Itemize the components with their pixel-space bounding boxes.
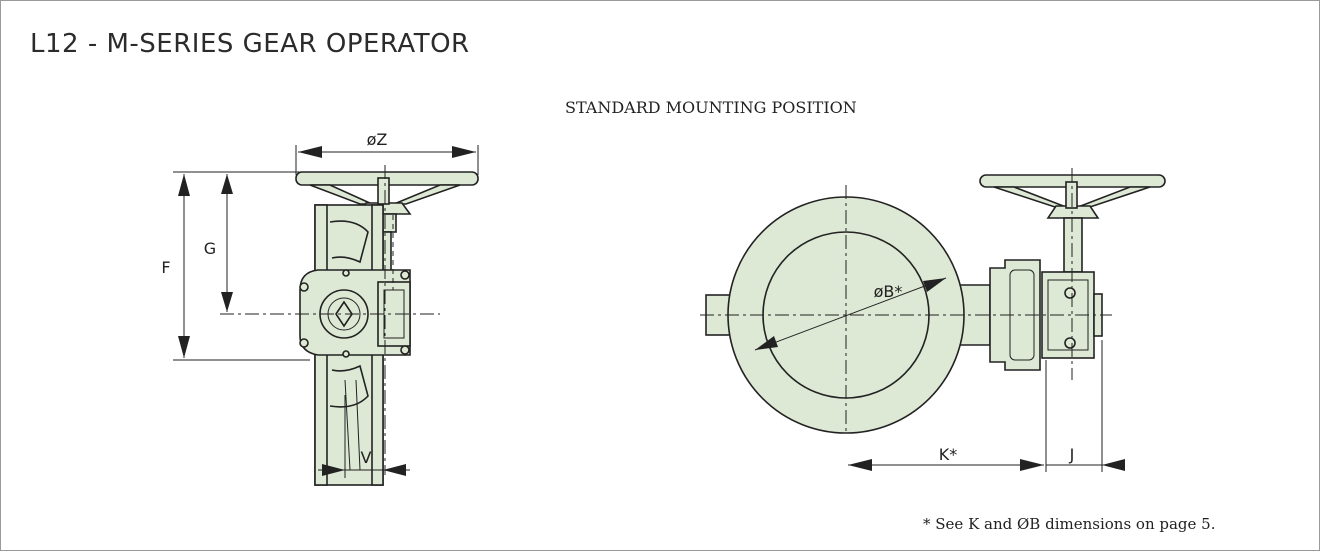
disc-lower-detail bbox=[344, 379, 361, 471]
bolt bbox=[342, 350, 350, 358]
dimension-label-g: G bbox=[204, 239, 216, 258]
arrowhead bbox=[755, 336, 778, 350]
dimension-label-j: J bbox=[1069, 445, 1075, 464]
handwheel-spoke-right bbox=[1077, 186, 1151, 208]
arrowhead bbox=[452, 146, 476, 158]
bolt bbox=[1064, 287, 1076, 299]
dimension-label-f: F bbox=[161, 258, 170, 277]
disc-upper bbox=[329, 220, 369, 264]
arrowhead bbox=[298, 146, 322, 158]
arrowhead bbox=[383, 464, 406, 476]
arrowhead bbox=[178, 174, 190, 196]
dimension-label-v: V bbox=[361, 448, 372, 467]
arrowhead bbox=[1102, 459, 1125, 471]
disc-lower bbox=[329, 364, 369, 408]
arrowhead bbox=[322, 464, 345, 476]
bolt bbox=[299, 282, 309, 292]
bolt bbox=[299, 338, 309, 348]
arrowhead bbox=[923, 278, 946, 292]
view-caption: STANDARD MOUNTING POSITION bbox=[565, 98, 857, 117]
bolt bbox=[400, 345, 410, 355]
bolt bbox=[342, 269, 350, 277]
page-title: L12 - M-SERIES GEAR OPERATOR bbox=[30, 29, 470, 59]
dimension-label-z: øZ bbox=[367, 130, 388, 149]
arrowhead bbox=[178, 336, 190, 358]
dimension-label-b: øB* bbox=[874, 282, 903, 301]
front-view: øB* K* J bbox=[700, 168, 1166, 472]
bolt bbox=[400, 270, 410, 280]
handwheel-spoke-right bbox=[393, 184, 461, 205]
footnote: * See K and ØB dimensions on page 5. bbox=[923, 515, 1216, 533]
arrowhead bbox=[221, 174, 233, 194]
hub-shaft-top bbox=[377, 177, 390, 205]
mounting-bracket bbox=[989, 259, 1041, 371]
handwheel-spoke-left bbox=[993, 186, 1067, 208]
dimension-label-k: K* bbox=[939, 445, 958, 464]
arrowhead bbox=[221, 292, 233, 312]
arrowhead bbox=[1020, 459, 1044, 471]
arrowhead bbox=[848, 459, 872, 471]
side-view: øZ F G V bbox=[161, 130, 479, 486]
dimension-line-b bbox=[754, 277, 947, 351]
handwheel-spoke-left bbox=[309, 184, 373, 205]
bolt bbox=[1064, 337, 1076, 349]
stem bbox=[1063, 217, 1083, 273]
